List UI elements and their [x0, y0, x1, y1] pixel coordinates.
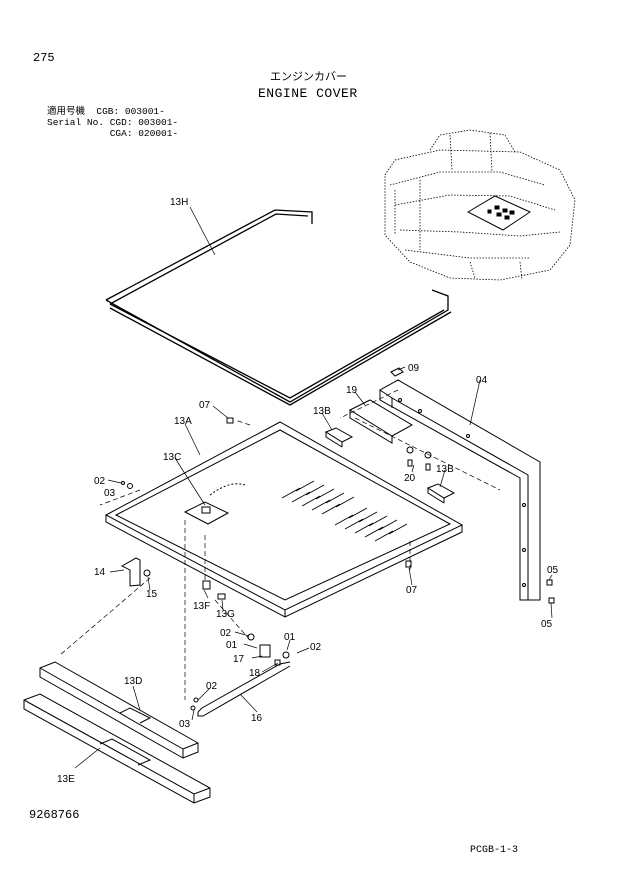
page-number: 275 — [33, 51, 55, 65]
callout-leader-lines — [74, 206, 553, 769]
hardware-bolts — [120, 367, 555, 717]
callout-13b-right: 13B — [436, 464, 454, 475]
callout-04: 04 — [476, 375, 488, 386]
part-04-bracket — [379, 379, 541, 601]
serial-line-2: Serial No. CGD: 003001- — [47, 117, 179, 128]
serial-line-1: 適用号機 CGB: 003001- — [47, 106, 165, 117]
callout-07-top: 07 — [199, 400, 211, 411]
callout-02-right: 02 — [310, 642, 322, 653]
serial-number-block: 適用号機 CGB: 003001- Serial No. CGD: 003001… — [47, 106, 178, 139]
callout-02-lower: 02 — [206, 681, 218, 692]
callout-05-lower: 05 — [541, 619, 553, 630]
callout-01-right: 01 — [284, 632, 296, 643]
callout-07-bottom: 07 — [406, 585, 418, 596]
callout-03-lower: 03 — [179, 719, 191, 730]
cover-vent-slots — [281, 480, 408, 542]
machine-overview-illustration — [384, 129, 576, 281]
callout-03-left: 03 — [104, 488, 116, 499]
page-reference: PCGB-1-3 — [470, 845, 519, 856]
callout-14: 14 — [94, 567, 106, 578]
callout-13d: 13D — [124, 676, 142, 687]
callout-13f: 13F — [193, 601, 210, 612]
title-japanese: エンジンカバー — [270, 70, 347, 83]
callout-labels: 13H 09 04 19 07 13B 13A 13C 20 13B 02 03… — [57, 197, 559, 785]
callout-13h: 13H — [170, 197, 188, 208]
callout-16: 16 — [251, 713, 263, 724]
callout-13a: 13A — [174, 416, 192, 427]
callout-13b-left: 13B — [313, 406, 331, 417]
callout-02-mid: 02 — [220, 628, 232, 639]
callout-01-left: 01 — [226, 640, 238, 651]
callout-05-upper: 05 — [547, 565, 559, 576]
callout-13e: 13E — [57, 774, 75, 785]
callout-20: 20 — [404, 473, 416, 484]
part-13h-seal — [105, 209, 452, 406]
part-13e-strip — [23, 693, 211, 804]
callout-13g: 13G — [216, 609, 235, 620]
callout-19: 19 — [346, 385, 358, 396]
reference-lines — [59, 389, 501, 700]
callout-09: 09 — [408, 363, 420, 374]
callout-17: 17 — [233, 654, 245, 665]
machine-engine-cover-highlight — [466, 195, 532, 231]
part-13d-strip — [39, 661, 199, 759]
drawing-number: 9268766 — [29, 808, 80, 822]
callout-15: 15 — [146, 589, 158, 600]
callout-13c: 13C — [163, 452, 181, 463]
callout-02-left: 02 — [94, 476, 106, 487]
callout-18: 18 — [249, 668, 261, 679]
serial-line-3: CGA: 020001- — [47, 128, 179, 139]
page-title: ENGINE COVER — [258, 86, 358, 101]
part-13b-pads — [324, 427, 456, 504]
part-13a-engine-cover — [104, 421, 464, 618]
part-19-stay — [348, 399, 414, 444]
